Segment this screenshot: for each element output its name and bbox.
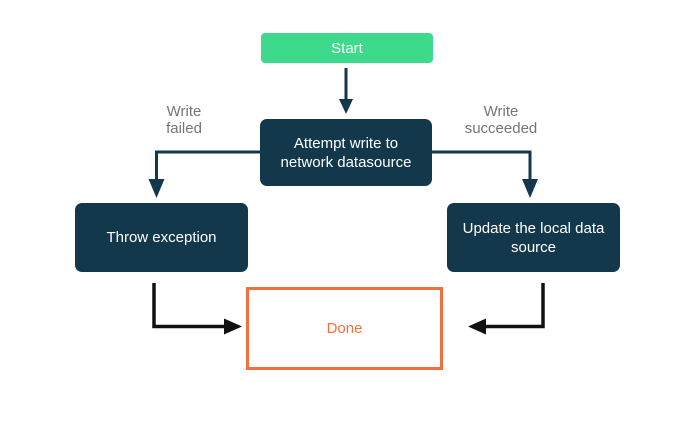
node-start: Start — [261, 33, 433, 63]
edge-attempt-to-update — [432, 150, 538, 198]
edge-start-to-attempt — [339, 68, 353, 114]
node-throw-exception: Throw exception — [75, 203, 248, 272]
edge-label-write-failed: Write failed — [166, 103, 202, 137]
edge-attempt-to-throw — [148, 150, 260, 198]
edge-update-to-done — [468, 283, 545, 335]
edge-throw-to-done — [152, 283, 242, 335]
node-done: Done — [246, 287, 443, 370]
node-update-local-data-source: Update the local data source — [447, 203, 620, 272]
node-attempt-write: Attempt write to network datasource — [260, 119, 432, 186]
edge-label-write-succeeded: Write succeeded — [464, 103, 538, 137]
